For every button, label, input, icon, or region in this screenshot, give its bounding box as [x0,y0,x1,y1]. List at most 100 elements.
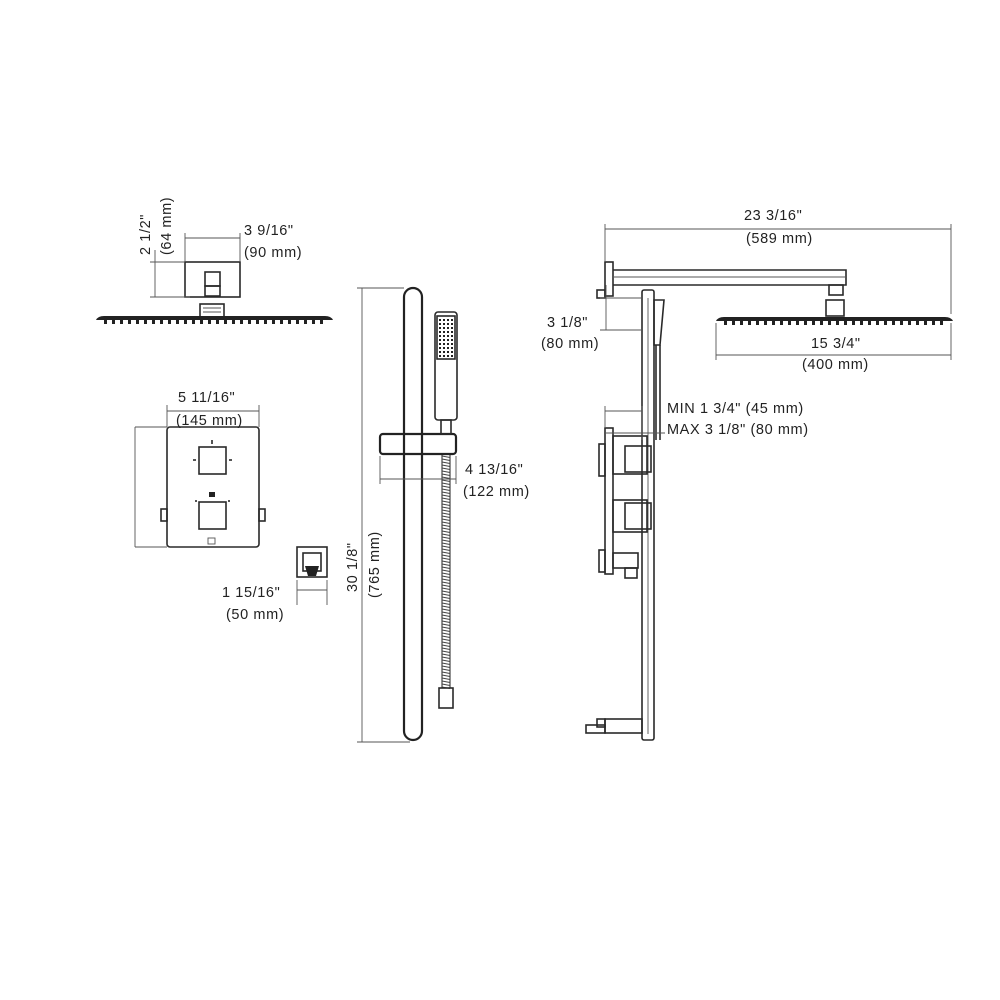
hose-coil [441,482,451,485]
spray-dot [443,339,445,341]
hose-coil [441,563,451,566]
dim-head-height: 2 1/2" (64 mm) [138,197,190,298]
spray-dot [439,339,441,341]
hose-coil [441,656,451,659]
hose-coil [441,461,451,464]
spray-dot [447,323,449,325]
nozzle [224,320,227,324]
water-outlet [296,546,328,578]
spray-dot [447,319,449,321]
nozzle [256,320,259,324]
spray-dot [447,335,449,337]
nozzle [836,321,839,325]
hose-coil [441,620,451,623]
spray-dot [439,331,441,333]
nozzle [828,321,831,325]
rain-head-side-view [96,261,333,324]
hose-coil [441,512,451,515]
hose-coil [441,536,451,539]
holder-width-in: 4 13/16" [465,462,523,478]
nozzle [860,321,863,325]
hose-coil [441,626,451,629]
hose-coil [441,653,451,656]
wall-flange [184,261,241,298]
hose-coil [441,617,451,620]
hose-coil [441,518,451,521]
hose-coil [441,638,451,641]
bar-length-in: 30 1/8" [345,542,361,592]
nozzle [136,320,139,324]
hose-coil [441,614,451,617]
nozzle [844,321,847,325]
hose-coil [441,524,451,527]
swivel-neck [204,285,221,297]
nozzle [772,321,775,325]
nozzle [932,321,935,325]
nozzle [804,321,807,325]
outlet-flange [296,546,328,578]
spray-dot [451,327,453,329]
rain-head-plate [96,316,333,320]
hose-coil [441,647,451,650]
nozzle [304,320,307,324]
nozzle [748,321,751,325]
nozzle [924,321,927,325]
outlet-width-mm: (50 mm) [226,607,284,623]
spray-dot [439,343,441,345]
hose-coil [441,488,451,491]
hose-coil [441,650,451,653]
dim-head-diameter: 15 3/4" (400 mm) [715,323,952,373]
side-upper-handle [624,445,652,473]
hose-coil [441,479,451,482]
spray-dot [443,347,445,349]
hose-coil [441,623,451,626]
nozzle [120,320,123,324]
hose-coil [441,596,451,599]
hose-coil [441,632,451,635]
nozzle [280,320,283,324]
spray-dot [451,335,453,337]
side-outlet [612,552,639,569]
nozzle [812,321,815,325]
nozzle [184,320,187,324]
side-rain-head [716,317,953,321]
nozzle [168,320,171,324]
upper-handle [198,446,227,475]
spray-dot [439,323,441,325]
hose-coil [441,671,451,674]
side-hose-inlet [604,718,643,734]
nozzle [852,321,855,325]
nozzle [892,321,895,325]
hose-coil [441,593,451,596]
hose-coil [441,551,451,554]
nozzle [152,320,155,324]
hose-coil [441,473,451,476]
hose-coil [441,476,451,479]
hose-coil [441,590,451,593]
valve-width-in: 5 11/16" [178,390,235,406]
spray-face [439,319,453,357]
hose-coil [441,677,451,680]
slide-bar-front [378,286,458,742]
dim-outlet-width: 1 15/16" (50 mm) [222,580,328,623]
nozzle [320,320,323,324]
lower-handle [198,501,227,530]
nozzle [312,320,315,324]
hose-coil [441,578,451,581]
spray-dot [451,331,453,333]
hose-coil [441,545,451,548]
hose-nut [438,687,454,709]
nozzle [200,320,203,324]
hose-coil [441,662,451,665]
spray-dot [443,323,445,325]
nozzle [176,320,179,324]
head-diameter-mm: (400 mm) [802,357,869,373]
shower-hose [441,454,451,689]
nozzle [144,320,147,324]
hose-coil [441,587,451,590]
dim-arm-drop: 3 1/8" (80 mm) [541,285,642,352]
hose-coil [441,572,451,575]
arm-length-mm: (589 mm) [746,231,813,247]
bar-length-mm: (765 mm) [367,531,383,598]
